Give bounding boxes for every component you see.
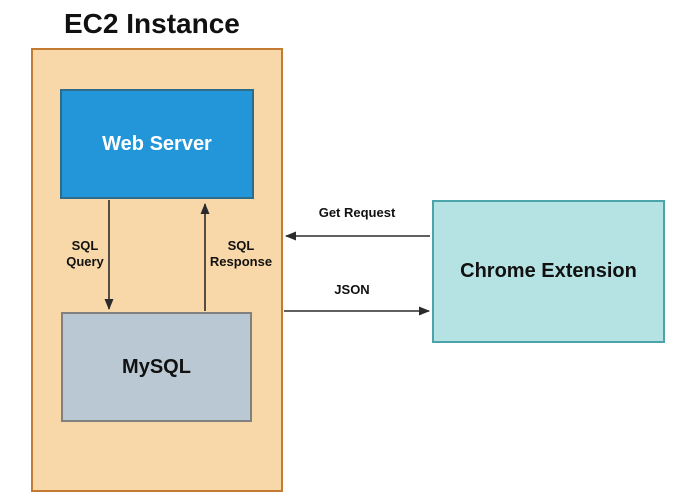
sql-response-label-line1: SQL	[227, 238, 255, 253]
node-chrome-extension: Chrome Extension	[432, 200, 665, 343]
sql-query-label-line1: SQL	[71, 238, 99, 253]
mysql-label: MySQL	[122, 355, 191, 378]
node-mysql: MySQL	[61, 312, 252, 422]
sql-response-label-line2: Response	[209, 254, 273, 269]
sql-query-label: SQL Query	[45, 238, 125, 270]
web-server-label: Web Server	[102, 132, 212, 155]
get-request-label: Get Request	[318, 205, 396, 220]
json-label: JSON	[334, 282, 370, 297]
sql-response-label: SQL Response	[201, 238, 281, 270]
ec2-instance-title: EC2 Instance	[64, 8, 240, 39]
sql-query-label-line2: Query	[66, 254, 104, 269]
chrome-extension-label: Chrome Extension	[460, 260, 637, 282]
node-web-server: Web Server	[60, 89, 254, 199]
